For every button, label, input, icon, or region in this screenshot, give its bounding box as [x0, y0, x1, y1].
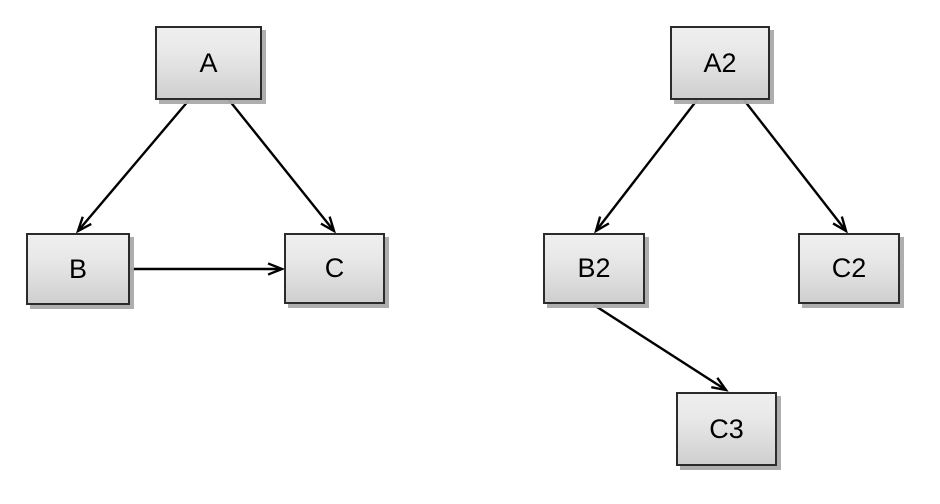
node-c2[interactable]: C2: [798, 233, 900, 304]
node-c[interactable]: C: [284, 233, 385, 304]
node-a2[interactable]: A2: [670, 26, 770, 100]
edge-line[interactable]: [228, 99, 334, 231]
node-label: C: [324, 253, 345, 283]
edge-arrowhead: [711, 377, 729, 392]
node-label: C3: [709, 413, 744, 444]
node-c3[interactable]: C3: [676, 392, 777, 466]
edge-arrowhead: [594, 216, 610, 234]
node-b[interactable]: B: [26, 233, 130, 305]
node-label: B: [68, 253, 87, 284]
edge-line[interactable]: [596, 99, 698, 231]
edge-arrowhead: [267, 262, 286, 276]
edge-line[interactable]: [78, 99, 190, 231]
edge-arrowhead: [75, 216, 92, 234]
edge-group: [75, 99, 848, 392]
node-b2[interactable]: B2: [543, 233, 645, 304]
node-label: A2: [703, 47, 737, 78]
edge-line[interactable]: [743, 99, 846, 231]
node-label: A: [199, 47, 218, 78]
edge-arrowhead: [320, 216, 337, 234]
node-a[interactable]: A: [155, 26, 262, 100]
node-label: C2: [831, 253, 867, 283]
node-label: B2: [577, 253, 611, 283]
edge-arrowhead: [832, 216, 848, 234]
edge-line[interactable]: [593, 303, 725, 390]
